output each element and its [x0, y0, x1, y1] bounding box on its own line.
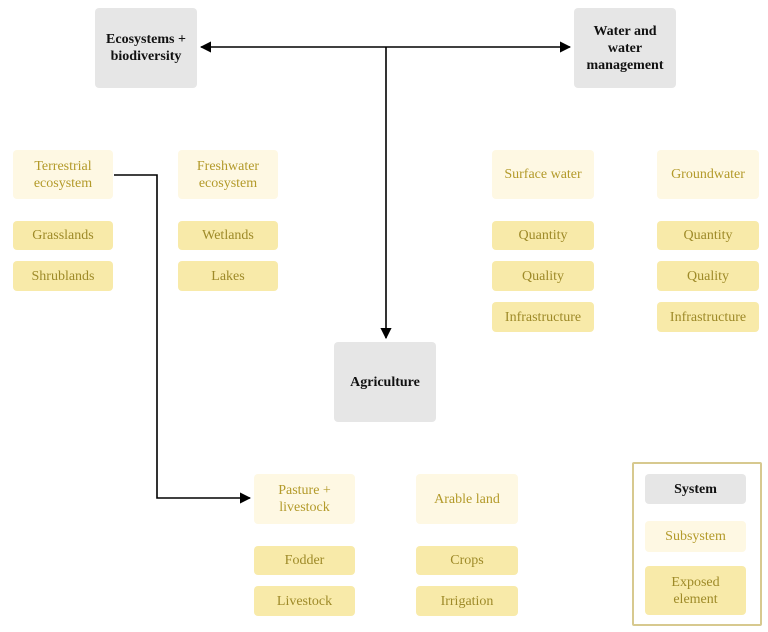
element-crops: Crops: [416, 546, 518, 575]
system-ecosystems-biodiversity: Ecosystems + biodiversity: [95, 8, 197, 88]
element-groundwater-quantity: Quantity: [657, 221, 759, 250]
system-water-management: Water and water management: [574, 8, 676, 88]
legend: [632, 462, 762, 626]
legend-exposed-element: Exposed element: [645, 566, 746, 615]
legend-subsystem: Subsystem: [645, 521, 746, 552]
element-fodder: Fodder: [254, 546, 355, 575]
element-lakes: Lakes: [178, 261, 278, 291]
element-surface-water-quantity: Quantity: [492, 221, 594, 250]
subsystem-surface-water: Surface water: [492, 150, 594, 199]
element-shrublands: Shrublands: [13, 261, 113, 291]
element-grasslands: Grasslands: [13, 221, 113, 250]
subsystem-arable-land: Arable land: [416, 474, 518, 524]
subsystem-pasture-livestock: Pasture + livestock: [254, 474, 355, 524]
subsystem-terrestrial-ecosystem: Terrestrial ecosystem: [13, 150, 113, 199]
element-surface-water-quality: Quality: [492, 261, 594, 291]
element-surface-water-infrastructure: Infrastructure: [492, 302, 594, 332]
system-agriculture: Agriculture: [334, 342, 436, 422]
element-groundwater-infrastructure: Infrastructure: [657, 302, 759, 332]
terrestrial-to-pasture-arrow: [114, 174, 252, 504]
element-wetlands: Wetlands: [178, 221, 278, 250]
element-irrigation: Irrigation: [416, 586, 518, 616]
legend-system: System: [645, 474, 746, 504]
element-livestock: Livestock: [254, 586, 355, 616]
element-groundwater-quality: Quality: [657, 261, 759, 291]
subsystem-groundwater: Groundwater: [657, 150, 759, 199]
subsystem-freshwater-ecosystem: Freshwater ecosystem: [178, 150, 278, 199]
